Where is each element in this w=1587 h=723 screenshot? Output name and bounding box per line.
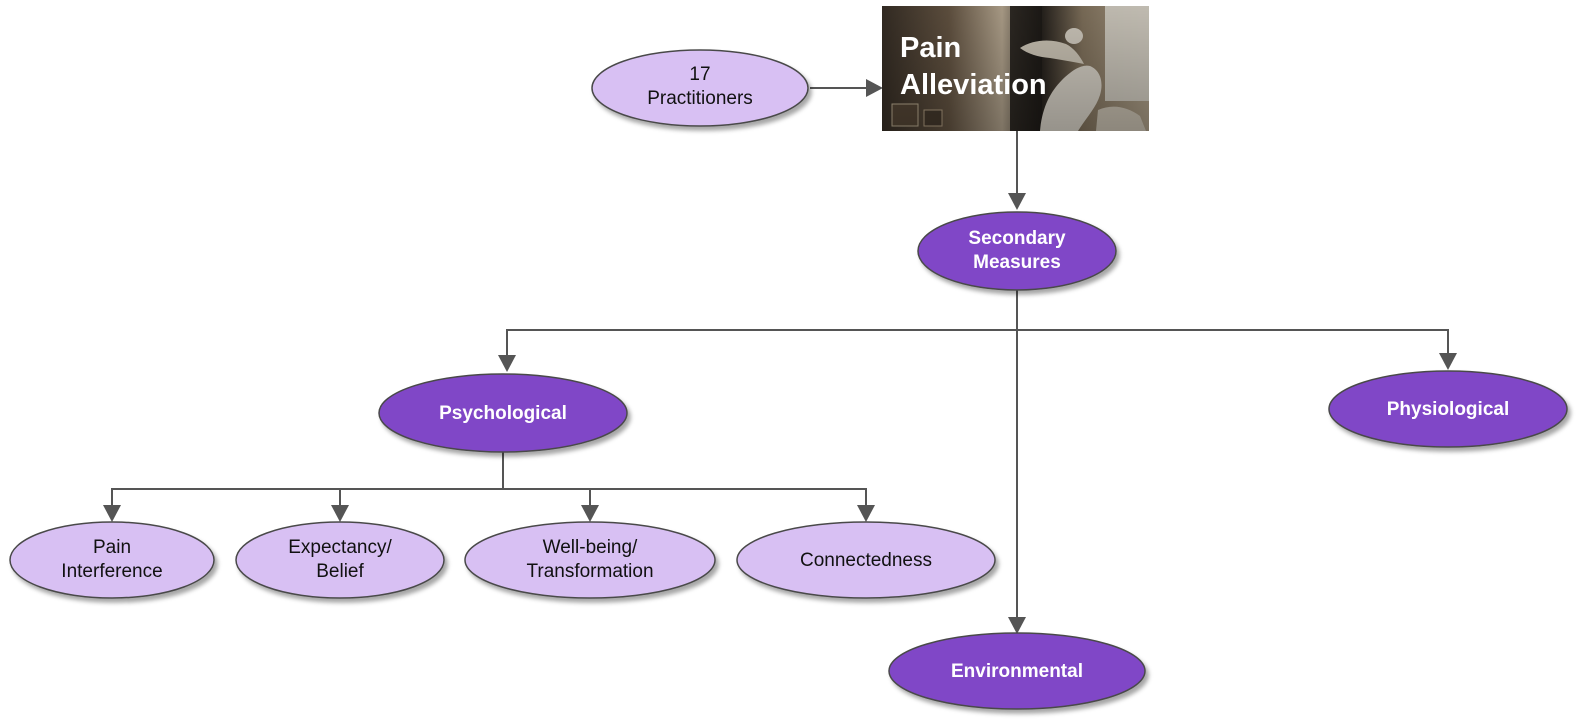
practitioners-ellipse (591, 49, 809, 127)
arrowhead-pain-interference (103, 505, 121, 522)
connectedness-ellipse (736, 521, 996, 599)
secondary-measures-ellipse (917, 211, 1117, 291)
wellbeing-transformation-line2: Transformation (526, 561, 653, 582)
physiological-label: Physiological (1387, 399, 1509, 420)
pain-interference-line1: Pain (93, 537, 131, 558)
pain-alleviation-line1: Pain (900, 32, 961, 64)
wellbeing-transformation-line1: Well-being/ (543, 537, 638, 558)
arrowhead-physiological (1439, 353, 1457, 370)
wellbeing-transformation-node[interactable]: Well-being/ Transformation (464, 521, 716, 599)
expectancy-belief-line2: Belief (316, 561, 364, 582)
connectedness-label: Connectedness (800, 550, 932, 571)
pain-interference-ellipse (9, 521, 215, 599)
pain-interference-line2: Interference (61, 561, 162, 582)
arrowhead-secondary (1008, 193, 1026, 210)
secondary-measures-line2: Measures (973, 252, 1061, 273)
environmental-ellipse (888, 632, 1146, 710)
environmental-label: Environmental (951, 661, 1083, 682)
arrowhead-environmental (1008, 617, 1026, 634)
expectancy-belief-ellipse (235, 521, 445, 599)
practitioners-line2: Practitioners (647, 88, 753, 109)
marble-statue-photo (882, 6, 1149, 131)
arrowhead-wellbeing (581, 505, 599, 522)
expectancy-belief-node[interactable]: Expectancy/ Belief (235, 521, 445, 599)
pain-alleviation-line2: Alleviation (900, 69, 1047, 101)
psychological-node[interactable]: Psychological (378, 373, 628, 453)
physiological-node[interactable]: Physiological (1328, 370, 1568, 448)
arrowhead-connectedness (857, 505, 875, 522)
environmental-node[interactable]: Environmental (888, 632, 1146, 710)
connectedness-node[interactable]: Connectedness (736, 521, 996, 599)
psychological-label: Psychological (439, 403, 567, 424)
connectors (103, 79, 1457, 634)
pain-alleviation-node[interactable]: Pain Alleviation (882, 6, 1149, 131)
pain-interference-node[interactable]: Pain Interference (9, 521, 215, 599)
secondary-measures-node[interactable]: Secondary Measures (917, 211, 1117, 291)
expectancy-belief-line1: Expectancy/ (288, 537, 392, 558)
arrowhead-expectancy (331, 505, 349, 522)
physiological-ellipse (1328, 370, 1568, 448)
practitioners-node[interactable]: 17 Practitioners (591, 49, 809, 127)
practitioners-line1: 17 (689, 64, 710, 85)
arrowhead-pain (866, 79, 883, 97)
secondary-measures-line1: Secondary (968, 228, 1066, 249)
psychological-ellipse (378, 373, 628, 453)
arrowhead-psychological (498, 355, 516, 372)
wellbeing-transformation-ellipse (464, 521, 716, 599)
